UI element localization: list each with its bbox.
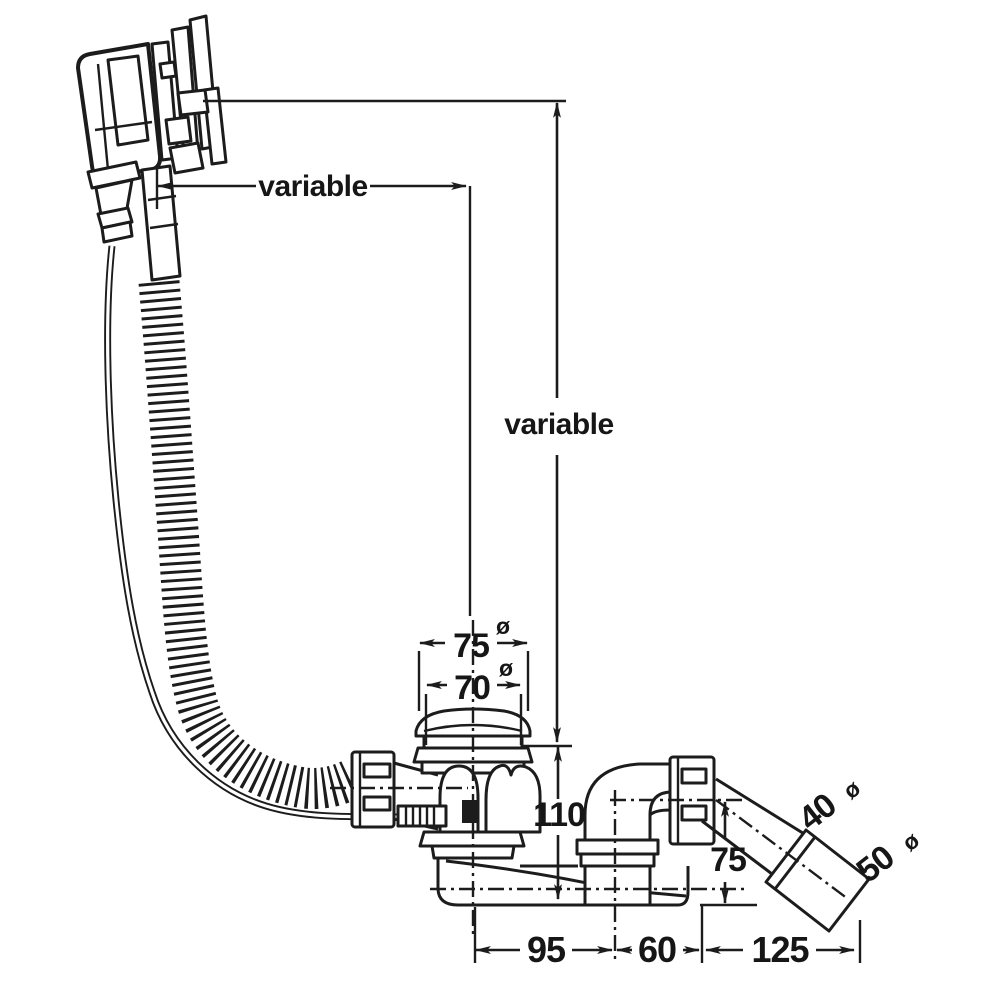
dim-50-dia-symbol: ø bbox=[897, 827, 924, 856]
dim-cap-75-dia-symbol: ø bbox=[496, 613, 510, 639]
dim-40-dia: 40 ø bbox=[792, 775, 866, 839]
corrugated-overflow-hose bbox=[136, 279, 363, 811]
dim-horizontal-variable: variable bbox=[155, 167, 472, 616]
dim-cap-75-label: 75 bbox=[453, 627, 489, 665]
elbow bbox=[575, 755, 716, 907]
dim-125-label: 125 bbox=[751, 929, 809, 970]
dim-125: 125 bbox=[704, 929, 856, 970]
overflow-filler-unit bbox=[76, 14, 228, 282]
cable-anchor-block bbox=[176, 88, 210, 117]
dim-horizontal-variable-label: variable bbox=[258, 170, 367, 203]
bowden-cable bbox=[104, 245, 399, 821]
hose-union-nut bbox=[350, 750, 396, 829]
cable-fitting bbox=[396, 804, 448, 828]
dim-cap-70-dia-symbol: ø bbox=[499, 655, 513, 681]
dim-110-label: 110 bbox=[533, 796, 585, 834]
dim-95-label: 95 bbox=[527, 929, 566, 970]
waste-body bbox=[350, 707, 542, 860]
dim-vertical-variable-label: variable bbox=[504, 408, 613, 441]
dim-cap-75: 75 ø bbox=[417, 613, 530, 711]
dim-75-vertical: 75 bbox=[700, 800, 757, 907]
outlet-pipe-40 bbox=[701, 777, 815, 876]
pipe-axis-centreline bbox=[715, 799, 849, 900]
dim-60: 60 bbox=[615, 929, 701, 970]
dim-60-label: 60 bbox=[638, 929, 676, 970]
outlet-sleeve-50 bbox=[764, 828, 871, 933]
dim-75-vertical-label: 75 bbox=[710, 841, 746, 879]
dim-40-dia-symbol: ø bbox=[838, 775, 865, 804]
dim-vertical-variable: variable bbox=[504, 101, 614, 744]
dim-95: 95 bbox=[473, 905, 862, 970]
